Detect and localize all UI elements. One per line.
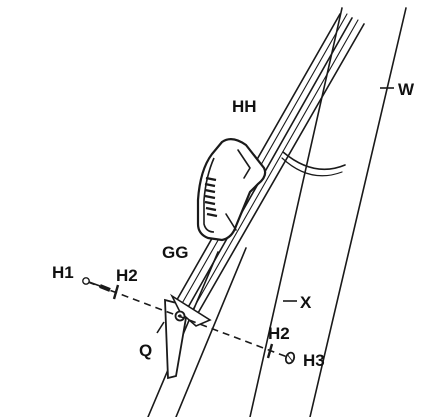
leader-lines bbox=[156, 87, 394, 334]
label-q: Q bbox=[139, 341, 152, 360]
rail-hh bbox=[169, 13, 365, 321]
pole-w bbox=[249, 7, 407, 417]
washer-h2-left bbox=[112, 284, 120, 300]
bracket-q bbox=[164, 293, 212, 380]
label-x: X bbox=[300, 293, 312, 312]
label-gg: GG bbox=[162, 243, 188, 262]
tube-x bbox=[147, 247, 247, 417]
handle-gg bbox=[196, 138, 267, 242]
handle-grip bbox=[204, 176, 218, 218]
label-h3: H3 bbox=[303, 351, 325, 370]
label-h2-right: H2 bbox=[268, 324, 290, 343]
label-w: W bbox=[398, 80, 415, 99]
washer-h2-right bbox=[266, 343, 274, 359]
label-h2-left: H2 bbox=[116, 266, 138, 285]
label-h1: H1 bbox=[52, 263, 74, 282]
bolt-h1 bbox=[82, 277, 111, 292]
nut-h3 bbox=[284, 351, 296, 365]
label-hh: HH bbox=[232, 97, 257, 116]
